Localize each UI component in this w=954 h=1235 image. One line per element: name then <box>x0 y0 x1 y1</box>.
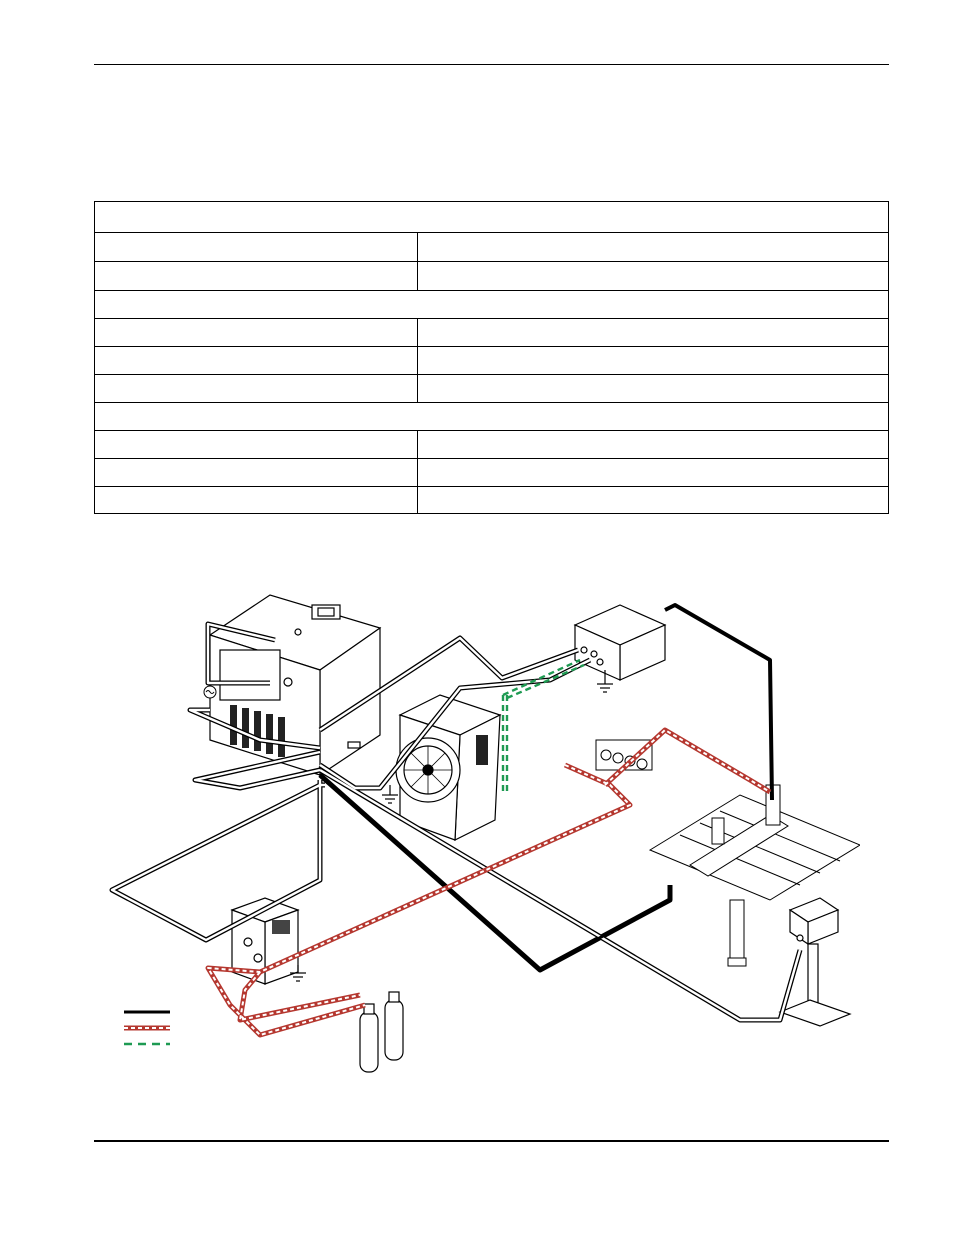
ground-symbol-icon <box>382 785 398 804</box>
cooler-unit <box>395 694 502 841</box>
ac-power-symbol-icon <box>203 685 217 699</box>
gas-cylinders <box>359 991 404 1073</box>
ground-symbol-icon <box>290 965 306 982</box>
cooler-fan-icon <box>404 746 452 794</box>
system-interconnect-diagram <box>109 594 860 1073</box>
table-border <box>94 201 889 514</box>
gas-lines <box>205 727 772 1038</box>
spec-table <box>94 201 889 514</box>
cutting-table <box>648 784 860 967</box>
diagram-legend <box>124 1010 170 1046</box>
ignition-console <box>573 604 667 681</box>
ground-symbol-icon <box>597 670 613 693</box>
footer-rule <box>94 1140 889 1142</box>
header-rule <box>94 64 889 65</box>
control-cable <box>501 658 585 795</box>
power-supply-unit <box>208 594 382 777</box>
cnc-pedestal <box>778 897 852 1027</box>
